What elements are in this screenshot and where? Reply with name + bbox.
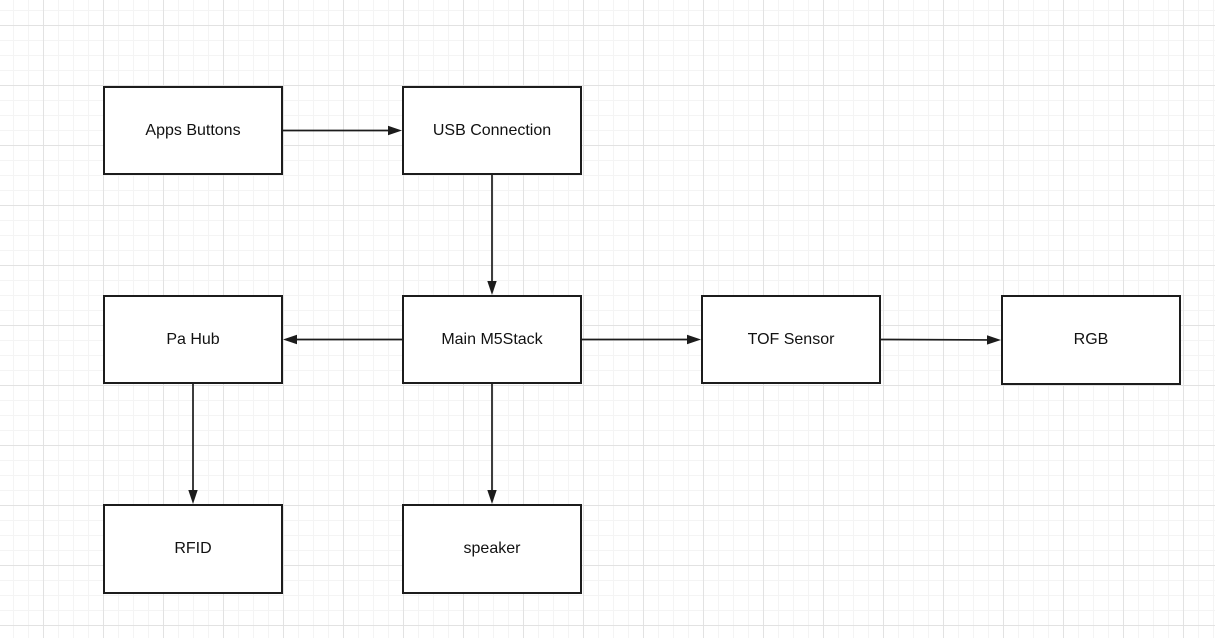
arrowhead-main-to-speaker <box>487 490 497 504</box>
node-label-main-m5stack: Main M5Stack <box>441 330 543 348</box>
node-label-rfid: RFID <box>174 540 212 558</box>
node-label-apps-buttons: Apps Buttons <box>145 121 241 139</box>
connector-main-to-tof[interactable] <box>582 334 701 345</box>
arrowhead-main-to-pahub <box>283 334 297 345</box>
connector-main-to-speaker[interactable] <box>487 384 497 504</box>
connector-pahub-to-rfid[interactable] <box>188 384 198 504</box>
node-tof-sensor[interactable]: TOF Sensor <box>701 295 881 384</box>
arrowhead-main-to-tof <box>687 334 701 345</box>
connector-usb-to-main[interactable] <box>487 175 497 295</box>
arrowhead-tof-to-rgb <box>986 335 1001 345</box>
connector-apps-to-usb[interactable] <box>283 125 402 136</box>
node-main-m5stack[interactable]: Main M5Stack <box>402 295 582 384</box>
node-pa-hub[interactable]: Pa Hub <box>103 295 283 384</box>
node-label-speaker: speaker <box>463 540 521 558</box>
arrowhead-apps-to-usb <box>388 125 402 136</box>
node-rgb[interactable]: RGB <box>1001 295 1181 385</box>
node-label-tof-sensor: TOF Sensor <box>747 330 835 348</box>
arrowhead-usb-to-main <box>487 281 497 295</box>
node-usb-connection[interactable]: USB Connection <box>402 86 582 175</box>
connector-tof-to-rgb[interactable] <box>880 335 1001 345</box>
node-label-rgb: RGB <box>1073 331 1109 349</box>
node-label-pa-hub: Pa Hub <box>166 330 220 348</box>
node-speaker[interactable]: speaker <box>402 504 582 594</box>
node-apps-buttons[interactable]: Apps Buttons <box>103 86 283 175</box>
arrowhead-pahub-to-rfid <box>188 490 198 504</box>
node-label-usb-connection: USB Connection <box>432 121 552 139</box>
connector-main-to-pahub[interactable] <box>283 334 402 345</box>
node-rfid[interactable]: RFID <box>103 504 283 594</box>
